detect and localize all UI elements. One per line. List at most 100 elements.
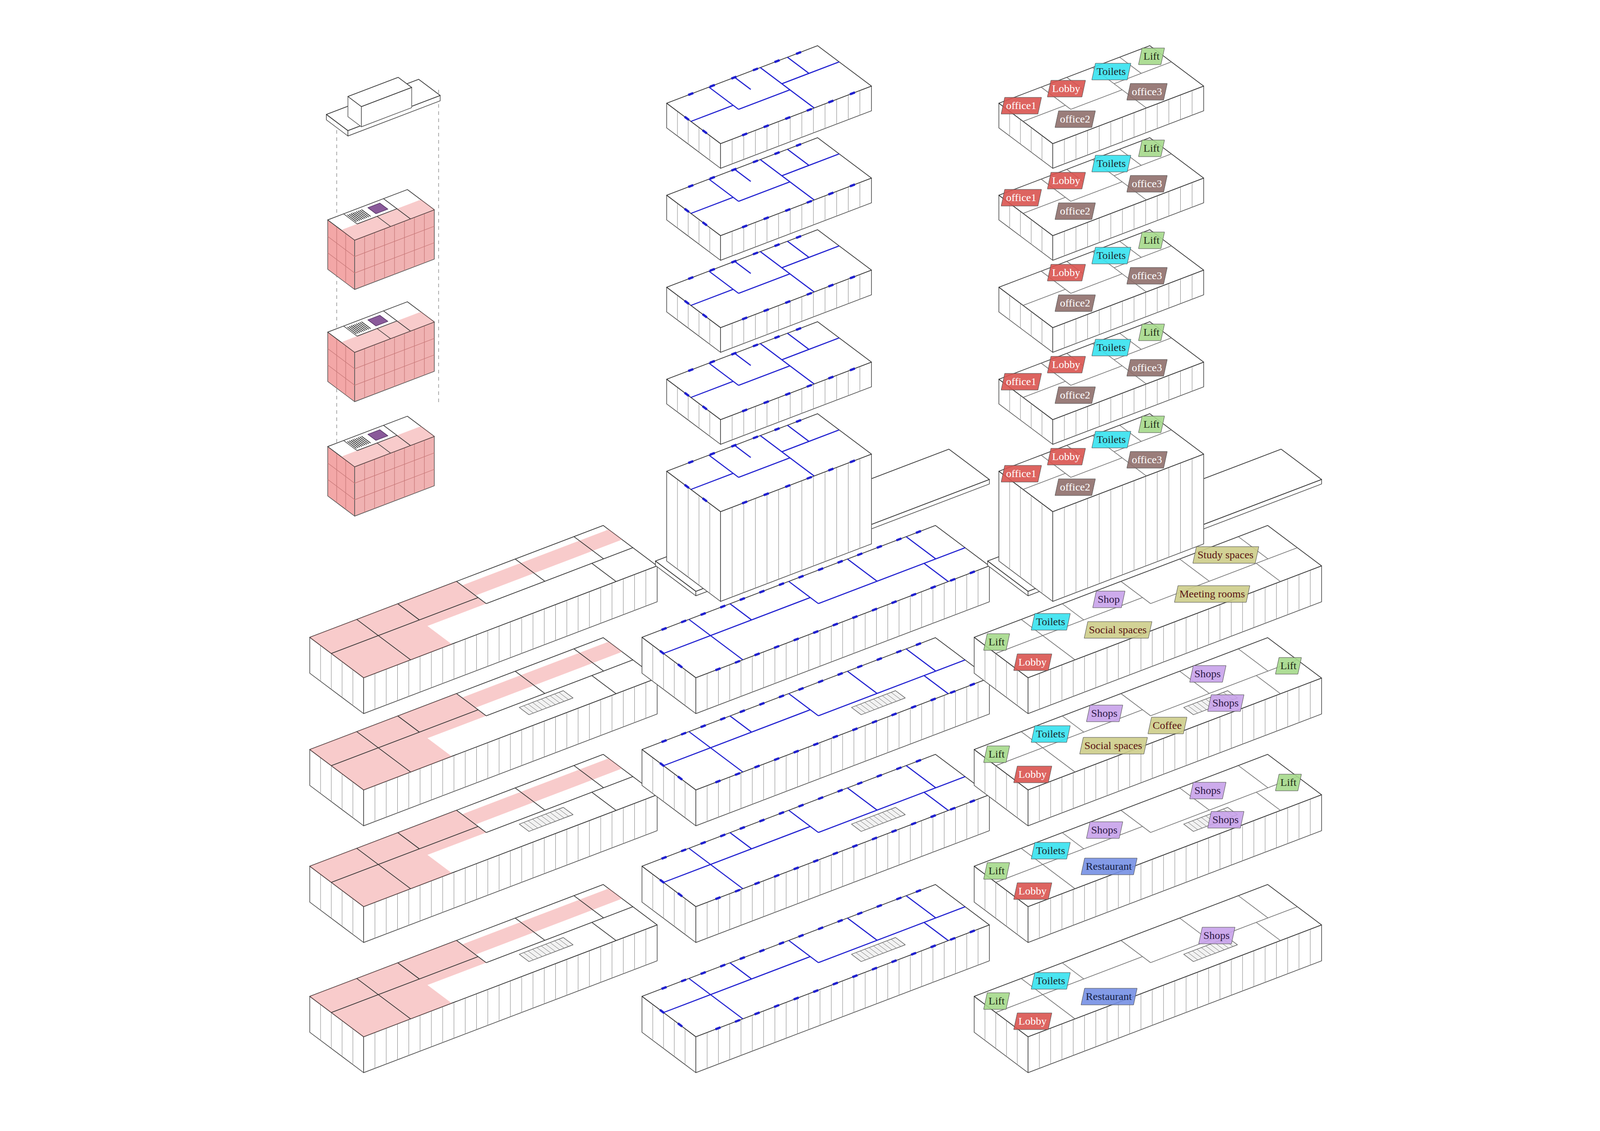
mullion-line	[751, 656, 753, 693]
wall-tick	[828, 376, 834, 379]
wall-tick	[742, 317, 748, 320]
mullion-line	[645, 570, 647, 607]
zone-fill	[461, 529, 623, 596]
room-zone: Shops	[1086, 821, 1123, 839]
facade-grid	[354, 242, 435, 274]
mullion-line	[977, 682, 979, 719]
mullion-line	[1265, 816, 1266, 853]
mullion-line	[707, 673, 708, 710]
wall-tick	[661, 987, 667, 990]
partition-wall	[818, 659, 966, 717]
wall-tick	[661, 857, 667, 859]
mullion-line	[995, 1012, 997, 1049]
zone-fill	[1198, 927, 1236, 945]
mullion-line	[1163, 626, 1164, 663]
mullion-line	[813, 384, 814, 409]
wall-tick	[828, 192, 834, 195]
wall-tick	[891, 713, 897, 716]
partition-wall	[456, 940, 487, 963]
room-zone: Toilets	[1031, 842, 1071, 860]
mullion-line	[544, 968, 545, 1005]
mullion-line	[342, 1020, 343, 1057]
partition-wall	[689, 731, 743, 773]
mullion-line	[1020, 119, 1021, 145]
mullion-line	[1098, 310, 1100, 335]
partition-wall	[923, 922, 949, 941]
mullion-line	[1140, 993, 1142, 1030]
zone-fill	[1001, 373, 1042, 391]
mullion-line	[408, 660, 409, 697]
mullion-line	[1191, 458, 1193, 549]
mullion-line	[652, 874, 654, 911]
mullion-line	[1075, 318, 1077, 344]
mullion-line	[1129, 751, 1130, 788]
zone-fill	[1207, 811, 1244, 829]
mullion-line	[731, 231, 733, 256]
zone-fill	[1091, 247, 1131, 264]
mullion-line	[374, 1032, 376, 1069]
room-label: Lift	[1280, 659, 1297, 673]
mullion-line	[320, 874, 321, 911]
mullion-line	[830, 738, 832, 775]
escalator	[851, 690, 906, 716]
zone-fill	[1054, 294, 1096, 312]
mullion-line	[521, 617, 523, 654]
mullion-line	[1031, 495, 1032, 586]
mullion-line	[778, 489, 779, 580]
mullion-line	[685, 1028, 686, 1065]
mullion-line	[1145, 108, 1146, 133]
mullion-line	[1031, 311, 1032, 337]
mullion-line	[1180, 371, 1181, 396]
mullion-line	[1118, 755, 1119, 792]
wall-tick	[896, 767, 902, 770]
room-zone: Lobby	[1047, 172, 1086, 190]
partition-wall	[818, 776, 966, 833]
mullion-line	[898, 600, 900, 637]
zone-fill	[983, 633, 1010, 651]
mullion-line	[707, 1032, 708, 1069]
mullion-line	[342, 773, 343, 810]
mullion-line	[352, 1028, 354, 1065]
mullion-line	[859, 182, 861, 208]
mullion-line	[1197, 842, 1198, 879]
mullion-line	[1186, 976, 1187, 1013]
mullion-line	[819, 989, 821, 1026]
mullion-line	[408, 889, 409, 926]
mullion-line	[1075, 502, 1077, 593]
wall-tick	[832, 852, 838, 855]
mullion-line	[1061, 777, 1063, 814]
partition-wall	[663, 826, 811, 883]
mullion-line	[921, 591, 922, 628]
partition-wall	[573, 536, 604, 560]
partition-wall	[1150, 906, 1298, 963]
wall-tick	[763, 217, 769, 220]
mullion-line	[1063, 323, 1065, 348]
mullion-line	[842, 850, 843, 887]
mullion-line	[688, 303, 689, 329]
wall-tick	[806, 476, 812, 479]
zone-fill	[341, 312, 435, 353]
mullion-line	[442, 876, 444, 913]
mullion-line	[1174, 621, 1175, 658]
mullion-line	[1145, 200, 1146, 225]
partition-wall	[734, 445, 751, 458]
wall-tick	[759, 819, 765, 822]
mullion-line	[1107, 876, 1108, 913]
zone-fill	[1013, 766, 1052, 783]
mullion-line	[1197, 972, 1198, 1009]
mullion-line	[1063, 415, 1065, 440]
mullion-line	[743, 318, 744, 344]
mullion-line	[1020, 395, 1021, 421]
partition-wall	[787, 149, 809, 166]
wall-tick	[677, 664, 683, 668]
mullion-line	[1041, 411, 1043, 437]
partition-wall	[356, 731, 411, 773]
mullion-line	[331, 765, 332, 802]
mullion-line	[1017, 898, 1018, 935]
wall-tick	[798, 688, 804, 691]
mullion-line	[611, 583, 613, 620]
mullion-line	[755, 406, 756, 431]
room-label: Lobby	[1052, 358, 1081, 372]
mullion-line	[718, 669, 719, 706]
mullion-line	[397, 1024, 398, 1060]
